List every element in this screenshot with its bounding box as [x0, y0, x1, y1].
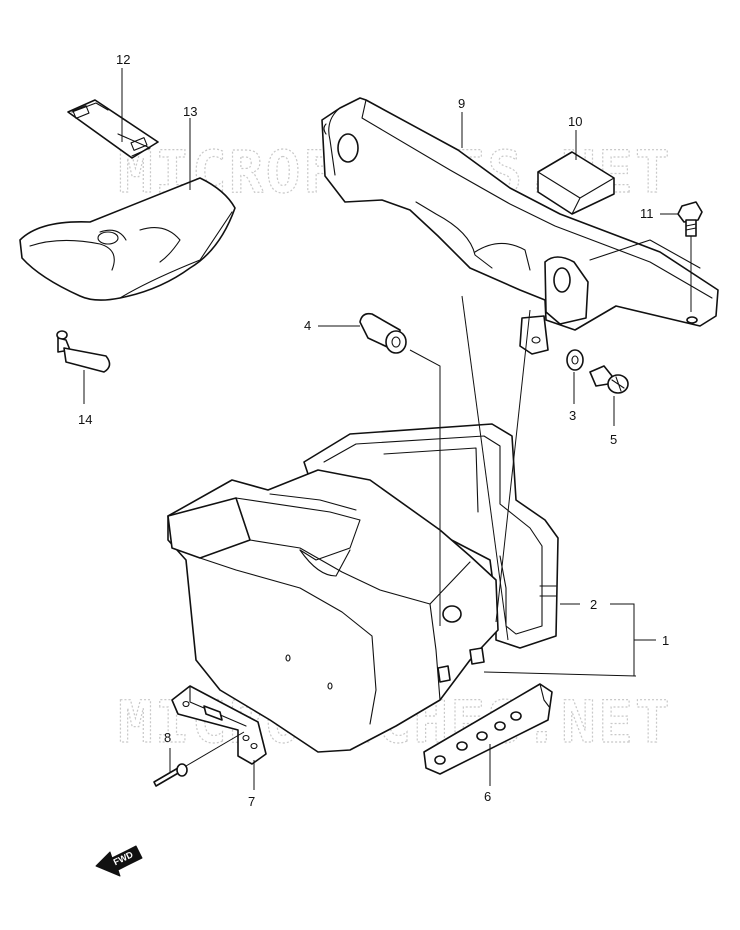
- callout-11: 11: [640, 206, 654, 221]
- part-screw-5[interactable]: [589, 365, 629, 394]
- callout-7: 7: [248, 794, 255, 809]
- callout-10: 10: [568, 114, 582, 129]
- part-washer[interactable]: [566, 349, 584, 371]
- callout-12: 12: [116, 52, 130, 67]
- callout-6: 6: [484, 789, 491, 804]
- callout-4: 4: [304, 318, 311, 333]
- part-strap[interactable]: [67, 99, 159, 159]
- fwd-arrow-icon: FWD: [95, 845, 143, 877]
- part-plug[interactable]: [56, 330, 111, 373]
- part-bolt-11[interactable]: [677, 201, 703, 312]
- part-mounting-frame[interactable]: [321, 97, 719, 355]
- callout-2: 2: [590, 597, 597, 612]
- part-bracket-7[interactable]: [171, 685, 267, 765]
- part-rubber-pad[interactable]: [537, 151, 615, 215]
- part-rivet[interactable]: [153, 731, 245, 787]
- callout-9: 9: [458, 96, 465, 111]
- part-stay-plate[interactable]: [423, 683, 553, 775]
- part-tool-bag[interactable]: [19, 177, 236, 301]
- callout-5: 5: [610, 432, 617, 447]
- part-battery-box[interactable]: [167, 469, 637, 753]
- leader-lines: [83, 68, 678, 790]
- callout-3: 3: [569, 408, 576, 423]
- callout-8: 8: [164, 730, 171, 745]
- part-collar[interactable]: [359, 312, 407, 354]
- callout-13: 13: [183, 104, 197, 119]
- callout-1: 1: [662, 633, 669, 648]
- callout-14: 14: [78, 412, 92, 427]
